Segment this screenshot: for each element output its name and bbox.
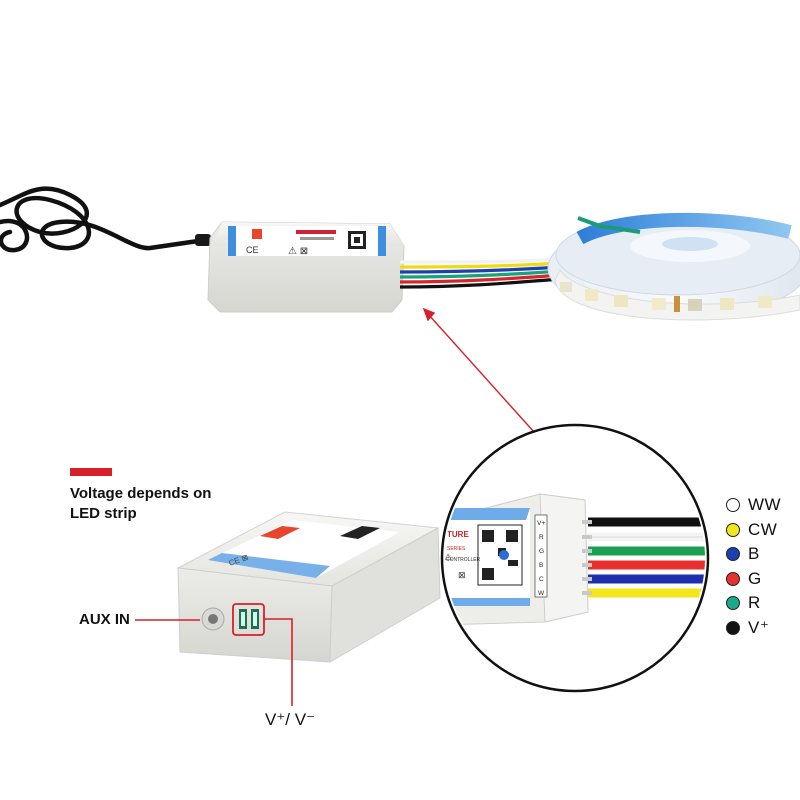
led-strip-reel: [547, 212, 800, 321]
voltage-note-line1: Voltage depends on: [70, 485, 212, 502]
legend-label: B: [748, 544, 760, 564]
terminal-label: V+: [537, 520, 545, 527]
magnified-wires: [582, 517, 705, 598]
color-dot-icon: [726, 620, 740, 635]
terminal-label: W: [538, 590, 545, 597]
aux-in-jack: [201, 607, 225, 631]
terminal-label: R: [539, 534, 544, 541]
terminal-label: C: [539, 576, 544, 583]
color-dot-icon: [726, 547, 740, 562]
power-pins-label: V⁺/ V⁻: [265, 710, 316, 729]
model-fragment: CONTROLLER: [446, 557, 481, 563]
note-accent-bar: [70, 468, 112, 476]
color-dot-icon: [726, 571, 740, 586]
wire-color-legend: WW CW B G R V⁺: [726, 493, 800, 640]
legend-item: CW: [726, 518, 800, 543]
dc-plug: [195, 234, 211, 246]
color-dot-icon: [726, 596, 740, 611]
magnified-controller: TURE SERIES CONTROLLER ⚠ ⊠ V+ R G B C W: [444, 493, 589, 626]
aux-in-label: AUX IN: [79, 611, 130, 628]
brand-fragment: TURE: [447, 530, 469, 539]
svg-text:⊠: ⊠: [458, 570, 466, 580]
legend-item: V⁺: [726, 616, 800, 641]
controller-box-top: CE ⚠ ⊠: [207, 221, 405, 313]
color-dot-icon: [726, 498, 740, 513]
legend-item: WW: [726, 493, 800, 518]
terminal-label: B: [539, 562, 543, 569]
power-terminals: [239, 609, 259, 629]
legend-label: R: [748, 593, 761, 613]
series-fragment: SERIES: [447, 546, 466, 552]
svg-text:⚠ ⊠: ⚠ ⊠: [288, 246, 308, 257]
legend-item: B: [726, 542, 800, 567]
svg-text:CE: CE: [246, 245, 259, 255]
legend-label: V⁺: [748, 617, 770, 637]
callout-lines: [135, 618, 293, 706]
power-cable: [0, 186, 208, 253]
legend-label: G: [748, 568, 762, 588]
controller-box-closeup: CE ⊠: [176, 511, 441, 663]
legend-item: R: [726, 591, 800, 616]
voltage-note: Voltage depends on LED strip: [70, 484, 240, 524]
legend-item: G: [726, 567, 800, 592]
terminal-label: G: [539, 548, 544, 555]
svg-text:⚠: ⚠: [444, 552, 452, 562]
color-dot-icon: [726, 522, 740, 537]
legend-label: WW: [748, 495, 782, 515]
voltage-note-line2: LED strip: [70, 505, 137, 522]
legend-label: CW: [748, 519, 778, 539]
